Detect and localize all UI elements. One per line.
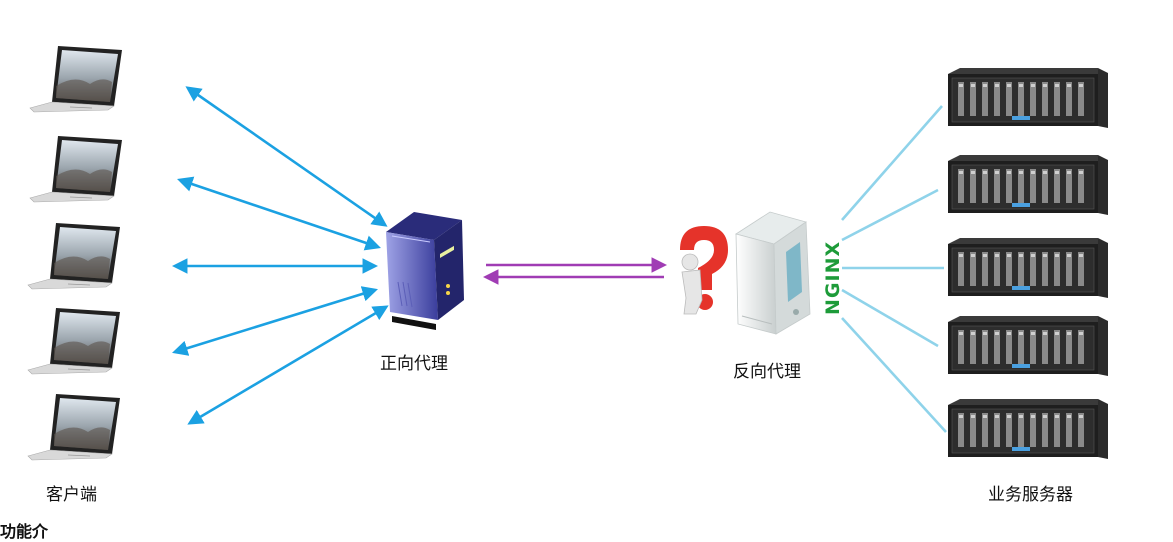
forward-proxy-label: 正向代理 <box>380 354 448 374</box>
reverse-proxy-server-icon <box>735 211 811 335</box>
business-server-icon-4 <box>947 315 1109 377</box>
business-server-icon-2 <box>947 154 1109 216</box>
client-laptop-icon-2 <box>29 135 123 203</box>
server-line-4 <box>841 288 939 348</box>
server-line-5 <box>841 317 947 433</box>
client-arrow-1 <box>185 86 388 227</box>
svg-text:NGINX: NGINX <box>822 241 844 315</box>
reverse-proxy-label: 反向代理 <box>733 362 801 382</box>
client-laptop-icon-3 <box>27 222 121 290</box>
client-arrow-4 <box>172 286 378 356</box>
client-laptop-icon-5 <box>27 393 121 461</box>
client-arrow-5 <box>187 305 389 425</box>
client-arrow-2 <box>177 176 381 251</box>
clients-label: 客户端 <box>46 485 97 505</box>
forward-proxy-tower-server-icon <box>386 212 464 330</box>
nginx-logo: NGINX <box>822 241 844 315</box>
business-server-icon-1 <box>947 67 1109 129</box>
business-server-icon-3 <box>947 237 1109 299</box>
cropped-heading: 功能介 <box>0 522 49 541</box>
client-laptop-icon-1 <box>29 45 123 113</box>
business-servers-label: 业务服务器 <box>988 485 1073 505</box>
question-mark-figure-icon <box>680 226 728 315</box>
server-line-2 <box>841 188 939 242</box>
business-server-icon-5 <box>947 398 1109 460</box>
client-laptop-icon-4 <box>27 307 121 375</box>
server-line-1 <box>841 105 943 221</box>
